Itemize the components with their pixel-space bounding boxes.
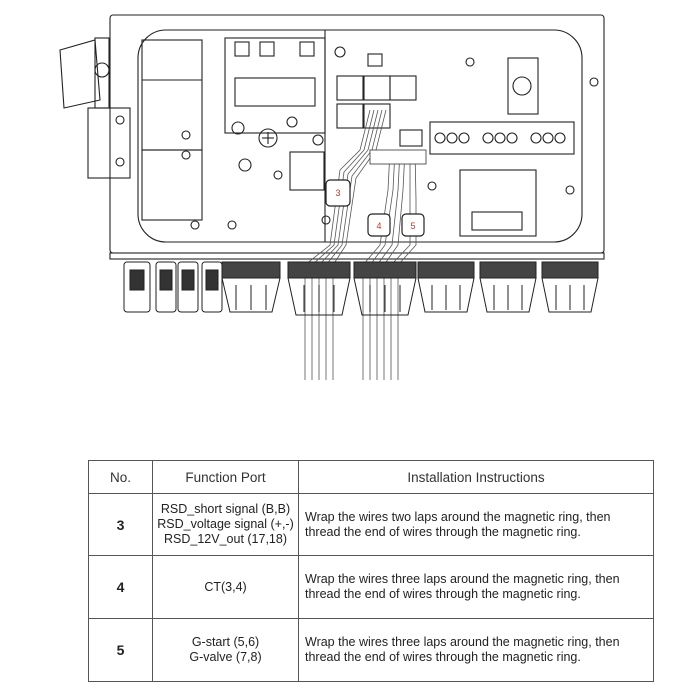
row-instructions: Wrap the wires three laps around the mag… bbox=[298, 618, 654, 682]
ring-label-5: 5 bbox=[410, 221, 415, 231]
header-installation-instructions: Installation Instructions bbox=[298, 460, 654, 494]
enclosure-inner bbox=[137, 29, 583, 243]
instruction-line: thread the end of wires through the magn… bbox=[305, 650, 581, 664]
dc-switch bbox=[59, 37, 131, 179]
header-no: No. bbox=[88, 460, 153, 494]
table-row: 4 CT(3,4) Wrap the wires three laps arou… bbox=[88, 555, 654, 619]
port-line: RSD_short signal (B,B) bbox=[160, 502, 291, 516]
installation-table: No. Function Port Installation Instructi… bbox=[88, 460, 654, 682]
port-line: RSD_12V_out (17,18) bbox=[164, 532, 287, 546]
magnetic-ring-5 bbox=[401, 213, 425, 237]
row-no: 4 bbox=[88, 555, 153, 619]
instruction-line: Wrap the wires three laps around the mag… bbox=[305, 635, 620, 649]
ring-label-3: 3 bbox=[335, 188, 340, 198]
row-function-port: RSD_short signal (B,B) RSD_voltage signa… bbox=[152, 493, 299, 556]
ring-label-4: 4 bbox=[376, 221, 381, 231]
instruction-line: Wrap the wires three laps around the mag… bbox=[305, 572, 620, 586]
row-function-port: CT(3,4) bbox=[152, 555, 299, 619]
row-no: 5 bbox=[88, 618, 153, 682]
pv-connectors bbox=[123, 261, 223, 313]
magnetic-ring-4 bbox=[367, 213, 391, 237]
rj45-ports bbox=[336, 53, 417, 129]
table-row: 5 G-start (5,6) G-valve (7,8) Wrap the w… bbox=[88, 618, 654, 682]
magnetic-ring-3 bbox=[325, 179, 351, 207]
instruction-line: thread the end of wires through the magn… bbox=[305, 524, 581, 539]
busbar-terminals bbox=[224, 37, 346, 225]
row-instructions: Wrap the wires two laps around the magne… bbox=[298, 493, 654, 556]
enclosure-bottom-rail bbox=[109, 252, 605, 260]
left-component-blocks bbox=[141, 39, 237, 230]
header-function-port: Function Port bbox=[152, 460, 299, 494]
bottom-connectors bbox=[123, 261, 599, 316]
port-line: G-start (5,6) bbox=[191, 635, 260, 649]
right-terminal-block bbox=[399, 57, 599, 237]
enclosure-outer bbox=[109, 14, 605, 254]
wiring-diagram: 3 4 5 bbox=[59, 14, 605, 380]
row-instructions: Wrap the wires three laps around the mag… bbox=[298, 555, 654, 619]
instruction-line: Wrap the wires two laps around the magne… bbox=[305, 509, 611, 524]
magnetic-rings bbox=[325, 179, 425, 237]
row-function-port: G-start (5,6) G-valve (7,8) bbox=[152, 618, 299, 682]
port-line: CT(3,4) bbox=[204, 579, 247, 594]
cable-glands bbox=[221, 261, 599, 316]
instruction-line: thread the end of wires through the magn… bbox=[305, 587, 581, 601]
wire-bundles bbox=[304, 109, 427, 380]
table-row: 3 RSD_short signal (B,B) RSD_voltage sig… bbox=[88, 493, 654, 556]
port-line: G-valve (7,8) bbox=[189, 650, 262, 664]
table-header-row: No. Function Port Installation Instructi… bbox=[88, 460, 654, 494]
port-line: RSD_voltage signal (+,-) bbox=[157, 517, 294, 531]
row-no: 3 bbox=[88, 493, 153, 556]
